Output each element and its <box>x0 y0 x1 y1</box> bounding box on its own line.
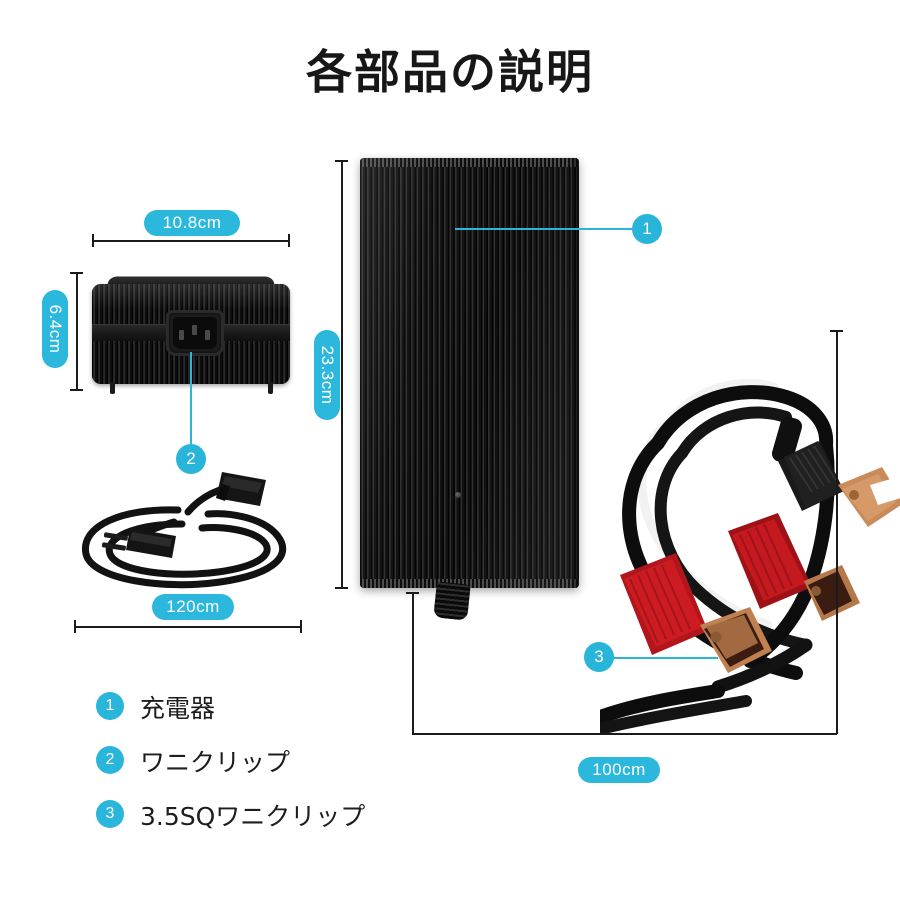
callout-marker-2[interactable]: 2 <box>176 444 206 474</box>
red-alligator-clip <box>620 553 772 673</box>
ac-power-cord-drawing <box>81 472 287 589</box>
legend-label-1: 充電器 <box>140 694 216 723</box>
charger-foot-left <box>110 382 115 394</box>
dimension-rule-leads-left <box>412 592 414 734</box>
legend: 1 充電器 2 ワニクリップ 3 3.5SQワニクリップ <box>96 690 436 852</box>
dimension-cap-bottom <box>70 389 83 391</box>
dimension-cap-cord-left <box>74 620 76 633</box>
dimension-cap-top <box>70 272 83 274</box>
dimension-rule-width <box>92 240 290 242</box>
ac-inlet-pin-earth <box>192 325 197 335</box>
dimension-badge-cord: 120cm <box>152 594 234 620</box>
charger-body-right-shadow <box>569 158 579 588</box>
dimension-rule-cord <box>74 626 302 628</box>
black-clip-jaws <box>838 467 900 527</box>
black-alligator-clip <box>778 441 900 527</box>
dimension-cap-body-bottom <box>335 587 348 589</box>
legend-number-1: 1 <box>96 692 124 720</box>
callout-3-leader <box>612 657 718 659</box>
dimension-cap-left <box>92 234 94 247</box>
callout-2-leader <box>190 352 192 444</box>
dimension-rule-height <box>76 272 78 390</box>
ac-power-cord <box>70 462 306 594</box>
clip-assembly-drawing <box>593 378 900 735</box>
charger-body <box>360 158 579 588</box>
dimension-cap-body-top <box>335 160 348 162</box>
ac-inlet-recess <box>173 317 217 349</box>
ac-inlet-pin-right <box>205 330 210 340</box>
dimension-badge-body: 23.3cm <box>314 330 340 420</box>
c13-connector <box>216 472 266 506</box>
callout-marker-1[interactable]: 1 <box>632 214 662 244</box>
legend-label-3: 3.5SQワニクリップ <box>140 802 366 831</box>
dimension-cap-cord-right <box>300 620 302 633</box>
legend-label-2: ワニクリップ <box>140 748 291 777</box>
dimension-rule-body <box>341 160 343 588</box>
red-alligator-clip-secondary <box>728 513 860 621</box>
dimension-cap-leads-top <box>830 330 843 332</box>
dimension-cap-leads-start <box>406 592 419 594</box>
charger-foot-right <box>268 382 273 394</box>
callout-marker-3[interactable]: 3 <box>584 642 614 672</box>
charger-body-top-edge <box>360 158 579 167</box>
legend-item-2: 2 ワニクリップ <box>96 744 436 798</box>
legend-item-3: 3 3.5SQワニクリップ <box>96 798 436 852</box>
legend-number-2: 2 <box>96 746 124 774</box>
output-cable-assembly <box>593 325 900 735</box>
legend-item-1: 1 充電器 <box>96 690 436 744</box>
ac-inlet-socket <box>166 310 224 356</box>
callout-1-leader <box>455 228 633 230</box>
cable-sleeve <box>771 416 803 464</box>
dimension-rule-leads-bottom <box>412 733 837 735</box>
dimension-cap-right <box>288 234 290 247</box>
charger-body-gloss <box>360 158 579 588</box>
page-title: 各部品の説明 <box>306 45 594 99</box>
dimension-badge-width: 10.8cm <box>144 210 240 236</box>
charger-body-bottom-edge <box>360 579 579 588</box>
ac-plug <box>101 528 176 558</box>
dimension-badge-leads: 100cm <box>578 757 660 783</box>
legend-number-3: 3 <box>96 800 124 828</box>
cable-strain-relief <box>433 581 471 621</box>
ac-inlet-pin-left <box>179 330 184 340</box>
charger-status-led <box>455 492 461 498</box>
dimension-rule-leads-right <box>836 330 838 734</box>
dimension-badge-height: 6.4cm <box>42 290 68 368</box>
